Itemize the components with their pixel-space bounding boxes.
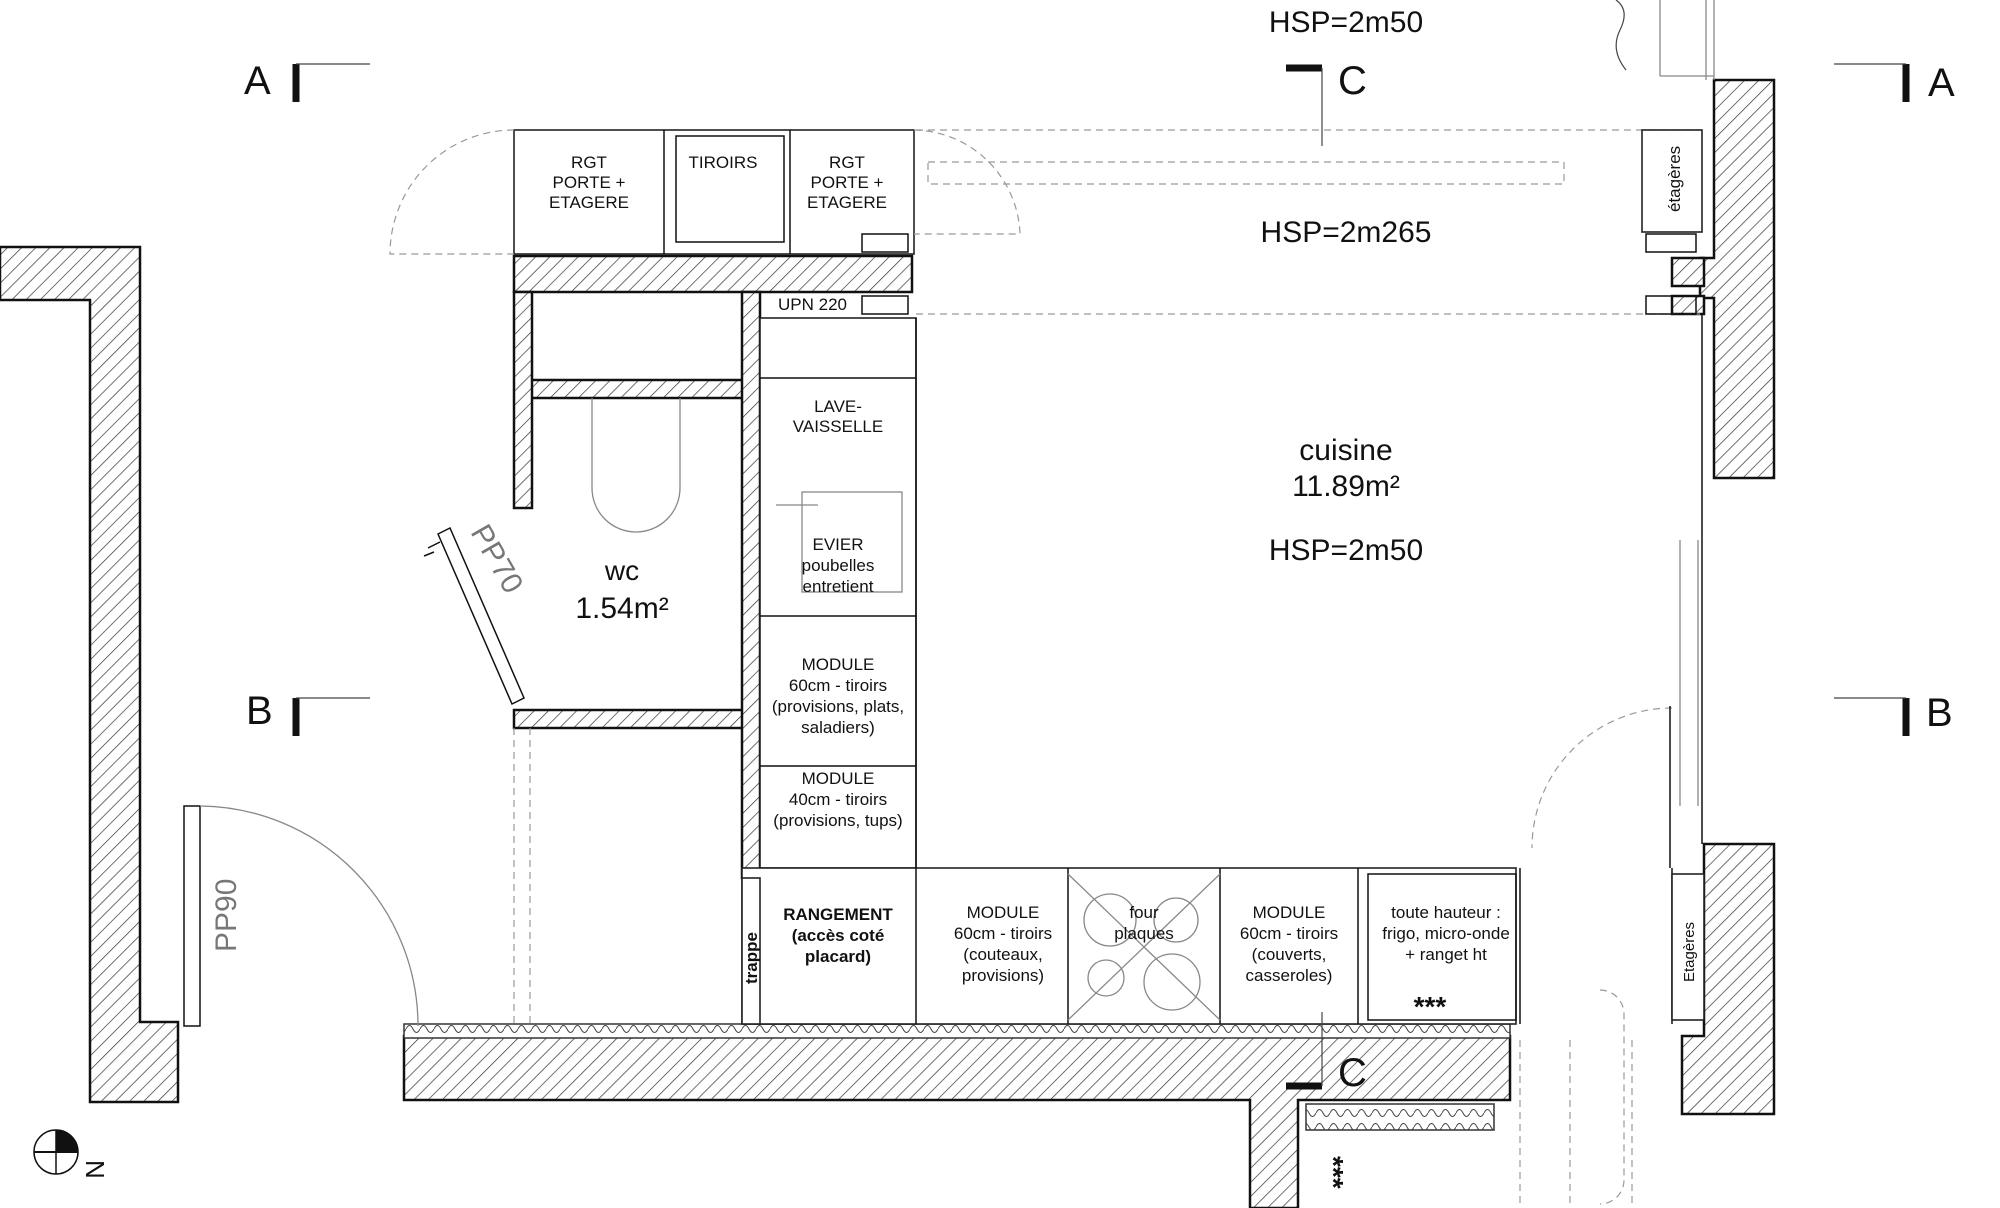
svg-text:saladiers): saladiers) [801,718,875,737]
top-cabinets [513,129,915,255]
section-b-left: B [246,689,273,733]
toilet [591,398,681,533]
fixtures [183,0,1715,1208]
wall-bottom [402,1034,1512,1208]
bottom-cabinets [741,867,1517,1025]
shelves-top [1641,129,1703,233]
north-arrow: N [33,1129,110,1179]
hsp-beam: HSP=2m265 [1261,216,1432,249]
door-wc-label: PP70 [464,519,529,599]
svg-text:casseroles): casseroles) [1246,966,1333,985]
svg-text:placard): placard) [805,947,871,966]
cooktop [1067,873,1221,1021]
room-kitchen-name: cuisine [1299,434,1392,467]
svg-text:RANGEMENT: RANGEMENT [783,905,893,924]
walls [0,78,1776,1208]
svg-text:40cm - tiroirs: 40cm - tiroirs [789,790,887,809]
sink-label: EVIER poubelles entretient [802,535,875,596]
shelves-bottom [1671,873,1705,1021]
svg-text:ETAGERE: ETAGERE [807,193,887,212]
svg-text:provisions): provisions) [962,966,1044,985]
svg-text:EVIER: EVIER [812,535,863,554]
svg-text:RGT: RGT [829,153,865,172]
svg-text:(provisions, tups): (provisions, tups) [773,811,902,830]
insulation [1305,1103,1495,1131]
svg-text:VAISSELLE: VAISSELLE [793,417,883,436]
section-a-right: A [1928,61,1955,105]
labels: A A B B C C HSP=2m50 HSP=2m265 cuisine 1… [33,6,1955,1189]
beam-wall [512,254,914,294]
trappe-label: trappe [742,932,761,984]
shelves-bottom-label: Etagères [1681,922,1698,982]
room-wc-area: 1.54m² [575,592,668,625]
svg-text:MODULE: MODULE [967,903,1040,922]
shelves-top-label: étagères [1665,146,1684,212]
svg-text:60cm - tiroirs: 60cm - tiroirs [1240,924,1338,943]
svg-text:MODULE: MODULE [802,769,875,788]
dishwasher-label: LAVE- VAISSELLE [793,397,883,436]
wc-wall-top [528,378,746,400]
wc-door [437,526,525,706]
module-40-label: MODULE 40cm - tiroirs (provisions, tups) [773,769,902,830]
svg-text:LAVE-: LAVE- [814,397,862,416]
oven-label: four plaques [1114,903,1174,943]
wc-wall-left [512,290,534,510]
hsp-top: HSP=2m50 [1269,6,1423,39]
svg-text:60cm - tiroirs: 60cm - tiroirs [789,676,887,695]
section-a-left: A [244,59,271,103]
wc-wall-right [740,290,762,880]
entry-door [183,805,201,1027]
module-knives-label: MODULE 60cm - tiroirs (couteaux, provisi… [954,903,1052,985]
svg-text:60cm - tiroirs: 60cm - tiroirs [954,924,1052,943]
wc-wall-bottom [512,708,746,730]
wall-right-lower [1680,842,1776,1116]
svg-text:entretient: entretient [803,577,874,596]
right-partition-2 [1670,294,1706,316]
svg-text:(accès coté: (accès coté [792,926,885,945]
top-unit-3: RGT PORTE + ETAGERE [807,153,887,212]
stars-tall: *** [1414,991,1447,1022]
tall-unit-label: toute hauteur : frigo, micro-onde + rang… [1382,903,1510,964]
module-cutlery-label: MODULE 60cm - tiroirs (couverts, cassero… [1240,903,1338,985]
stars-bottom: *** [1318,1156,1349,1189]
north-label: N [80,1160,110,1179]
right-partition [1670,256,1706,288]
counter-edge [403,1023,1511,1039]
svg-text:+ ranget ht: + ranget ht [1405,945,1487,964]
module-60-label: MODULE 60cm - tiroirs (provisions, plats… [772,655,904,737]
room-wc-name: wc [604,555,639,586]
svg-text:PORTE +: PORTE + [811,173,884,192]
door-entry-label: PP90 [210,879,243,952]
top-unit-1: RGT PORTE + ETAGERE [549,153,629,212]
svg-text:poubelles: poubelles [802,556,875,575]
top-unit-2: TIROIRS [689,153,758,172]
wall-right-upper [1698,78,1776,480]
svg-text:(provisions, plats,: (provisions, plats, [772,697,904,716]
wall-left [0,245,180,1104]
svg-text:plaques: plaques [1114,924,1174,943]
svg-text:MODULE: MODULE [802,655,875,674]
svg-text:(couverts,: (couverts, [1252,945,1327,964]
section-c-bottom: C [1338,1051,1367,1095]
svg-text:RGT: RGT [571,153,607,172]
section-c-top: C [1338,59,1367,103]
section-markers [292,63,1910,1090]
svg-text:ETAGERE: ETAGERE [549,193,629,212]
svg-text:four: four [1129,903,1159,922]
svg-text:(couteaux,: (couteaux, [963,945,1042,964]
beam-label: UPN 220 [778,295,847,314]
svg-text:frigo, micro-onde: frigo, micro-onde [1382,924,1510,943]
svg-text:MODULE: MODULE [1253,903,1326,922]
storage-label: RANGEMENT (accès coté placard) [783,905,893,966]
section-b-right: B [1926,691,1953,735]
svg-text:toute hauteur :: toute hauteur : [1391,903,1501,922]
svg-text:PORTE +: PORTE + [553,173,626,192]
room-kitchen-area: 11.89m² [1292,470,1400,503]
hsp-kitchen: HSP=2m50 [1269,534,1423,567]
